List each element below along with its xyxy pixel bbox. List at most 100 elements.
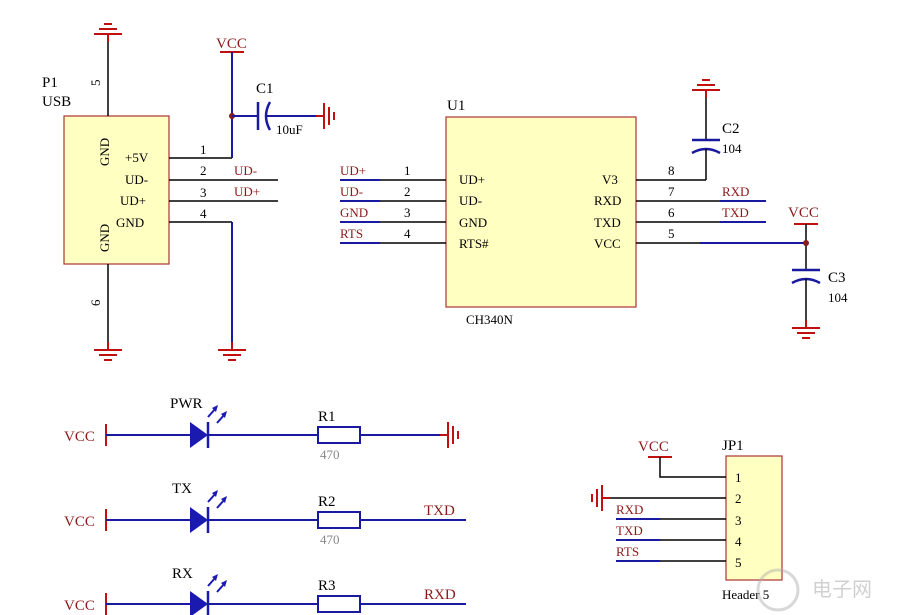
header-jp1: JP1 Header 5 1 2 3 4 5 VCC RXD TXD RTS	[591, 438, 783, 602]
led-tx-label: TX	[172, 481, 192, 497]
p1-pin-num-2: 2	[200, 163, 207, 178]
p1-pin-label-1: +5V	[125, 150, 149, 165]
u1-name: CH340N	[466, 312, 514, 327]
net-label-txd-jp1: TXD	[616, 523, 643, 538]
u1-right-pin-7: RXD	[594, 193, 621, 208]
ground-symbol-p1-gnd	[217, 341, 247, 361]
p1-body	[63, 115, 170, 265]
net-label-txd-led: TXD	[424, 503, 455, 519]
led-tx-symbol	[188, 488, 229, 535]
p1-pin-label-2: UD-	[125, 172, 148, 187]
u1-pin-num-7: 7	[668, 184, 675, 199]
resistor-r1-value: 470	[320, 447, 340, 462]
ground-symbol-c1	[315, 102, 335, 130]
vcc-label-tx: VCC	[64, 514, 95, 530]
led-rx-symbol	[188, 572, 229, 615]
p1-designator: P1	[42, 75, 58, 91]
jp1-pin-5: 5	[735, 555, 742, 570]
resistor-r1-body	[317, 426, 361, 444]
u1-left-pin-1: UD+	[459, 172, 485, 187]
u1-body	[445, 116, 637, 308]
u1-left-pin-4: RTS#	[459, 236, 489, 251]
ic-u1-ch340n: U1 CH340N UD+ UD- GND RTS# V3 RXD TXD VC…	[340, 98, 806, 327]
p1-pin-num-1: 1	[200, 142, 207, 157]
ground-symbol-r1	[439, 421, 459, 449]
resistor-r2-designator: R2	[318, 494, 336, 510]
p1-pin-label-4: GND	[116, 215, 144, 230]
ground-symbol-p1-top	[93, 23, 123, 43]
junction-c3	[803, 240, 809, 246]
u1-pin-num-1: 1	[404, 163, 411, 178]
net-label-rts-jp1: RTS	[616, 544, 639, 559]
net-label-ud-plus-p1: UD+	[234, 184, 260, 199]
p1-shield-label-top: GND	[97, 138, 112, 166]
u1-pin-num-6: 6	[668, 205, 675, 220]
jp1-pin-1: 1	[735, 470, 742, 485]
jp1-pin-4: 4	[735, 534, 742, 549]
led-tx-circuit: VCC TX R2 470 TXD	[64, 481, 466, 547]
u1-right-pin-5: VCC	[594, 236, 621, 251]
ground-symbol-jp1	[591, 484, 611, 512]
ground-symbol-c3	[791, 319, 821, 339]
jp1-body	[725, 455, 783, 581]
net-label-ud-minus-p1: UD-	[234, 163, 257, 178]
u1-right-pin-6: TXD	[594, 215, 621, 230]
c2-designator: C2	[722, 121, 740, 137]
led-pwr-circuit: VCC PWR R1 470	[64, 396, 459, 462]
u1-designator: U1	[447, 98, 465, 114]
jp1-designator: JP1	[722, 438, 744, 454]
u1-pin-num-4: 4	[404, 226, 411, 241]
vcc-label-pwr: VCC	[64, 429, 95, 445]
capacitor-c1: VCC C1 10uF	[216, 36, 335, 158]
jp1-pin-2: 2	[735, 491, 742, 506]
p1-shield-label-bottom: GND	[97, 224, 112, 252]
u1-left-pin-2: UD-	[459, 193, 482, 208]
u1-pin-num-3: 3	[404, 205, 411, 220]
jp1-pin-3: 3	[735, 513, 742, 528]
u1-left-pin-3: GND	[459, 215, 487, 230]
resistor-r3-body	[317, 595, 361, 613]
c1-designator: C1	[256, 81, 274, 97]
p1-pin-num-3: 3	[200, 185, 207, 200]
net-label-ud-minus-u1: UD-	[340, 184, 363, 199]
watermark-text: 电子网	[812, 577, 872, 601]
resistor-r1-designator: R1	[318, 409, 336, 425]
net-label-ud-plus-u1: UD+	[340, 163, 366, 178]
resistor-r2-value: 470	[320, 532, 340, 547]
capacitor-c2: C2 104	[691, 79, 742, 180]
net-label-rxd-u1: RXD	[722, 184, 749, 199]
usb-connector-p1: P1 USB GND GND +5V UD- UD+ GND 1 2 3 4 5…	[42, 23, 278, 361]
resistor-r2-body	[317, 511, 361, 529]
capacitor-c3: VCC C3 104	[788, 205, 848, 339]
vcc-label-c3: VCC	[788, 205, 819, 221]
c3-designator: C3	[828, 270, 846, 286]
led-pwr-label: PWR	[170, 396, 203, 412]
net-label-rxd-jp1: RXD	[616, 502, 643, 517]
c2-value: 104	[722, 141, 742, 156]
u1-pin-num-5: 5	[668, 226, 675, 241]
led-rx-circuit: VCC RX R3 RXD	[64, 566, 466, 615]
net-label-txd-u1: TXD	[722, 205, 749, 220]
jp1-name: Header 5	[722, 587, 769, 602]
resistor-r3-designator: R3	[318, 578, 336, 594]
p1-name: USB	[42, 94, 71, 110]
net-label-rxd-led: RXD	[424, 587, 456, 603]
u1-pin-num-2: 2	[404, 184, 411, 199]
vcc-label-c1: VCC	[216, 36, 247, 52]
u1-right-pin-8: V3	[602, 172, 618, 187]
p1-shield-num-top: 5	[88, 80, 103, 87]
c3-value: 104	[828, 290, 848, 305]
p1-pin-num-4: 4	[200, 206, 207, 221]
net-label-rts-u1: RTS	[340, 226, 363, 241]
led-rx-label: RX	[172, 566, 193, 582]
p1-pin-label-3: UD+	[120, 193, 146, 208]
p1-shield-num-bottom: 6	[88, 299, 103, 306]
watermark-logo-icon	[756, 568, 800, 612]
ground-symbol-p1-bottom	[93, 341, 123, 361]
vcc-label-jp1: VCC	[638, 439, 669, 455]
net-label-gnd-u1: GND	[340, 205, 368, 220]
ground-symbol-c2	[691, 79, 721, 99]
u1-pin-num-8: 8	[668, 163, 675, 178]
watermark: 电子网	[756, 568, 872, 612]
